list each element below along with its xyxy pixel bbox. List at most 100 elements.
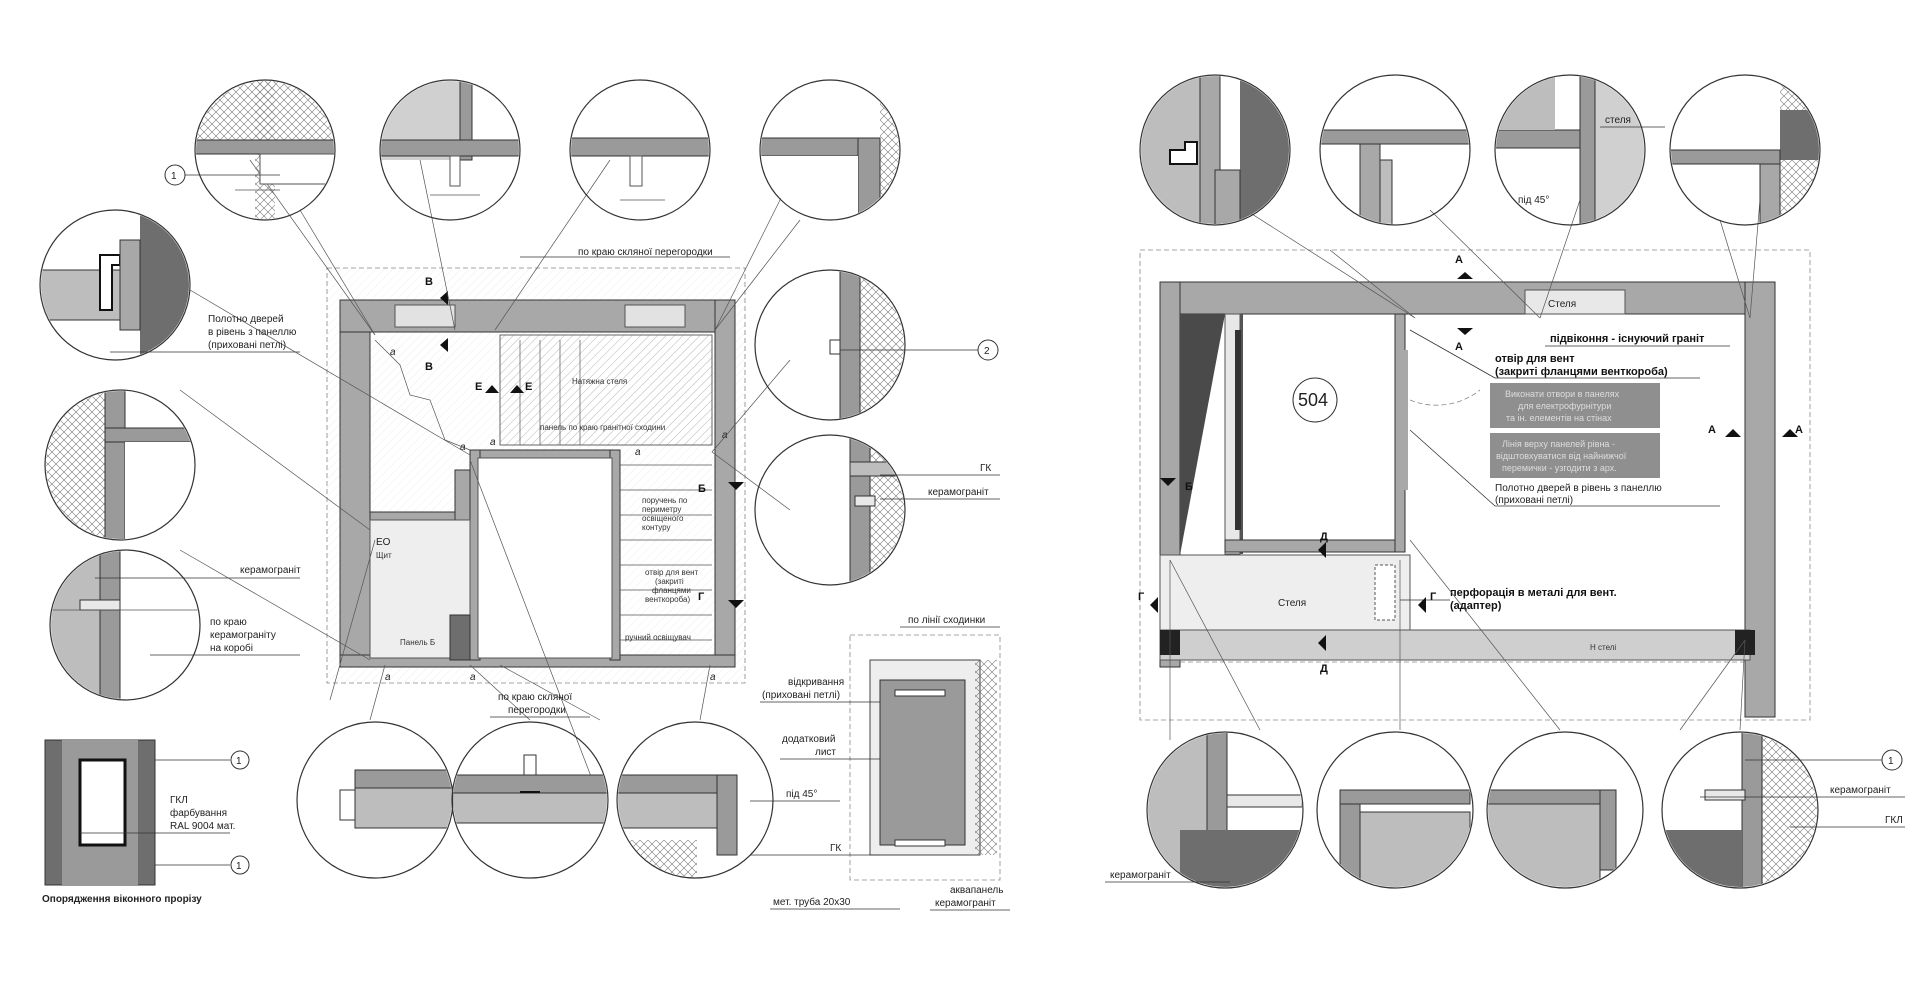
porcelain-tile-right-label: керамограніт [1830,785,1891,796]
window-legend-caption: Опорядження віконного прорізу [42,894,202,905]
left-stairs [374,334,713,641]
grey-note-2-line-2: відштовхуватися від найнижчої [1496,451,1627,461]
right-detail-circle-bottom-3 [1486,731,1644,889]
left-connector-lines [179,139,811,801]
section-mark-v-bottom: В [425,361,433,373]
right-connector-lines [1169,199,1761,740]
left-sheet: Натяжна стеля панель по краю гранітної с… [39,79,1010,911]
right-detail-circle-bottom-2 [1316,731,1474,889]
vent-opening-label-4: венткороба) [645,595,690,604]
mark-a: а [390,347,396,358]
door-flush-label-1: Полотно дверей [208,314,284,325]
aqua-panel-label-2: керамограніт [935,898,996,909]
vent-opening-label-1: отвір для вент [1495,353,1575,365]
left-frame [326,267,746,684]
callout-bubble [230,855,250,875]
section-arrow [1160,478,1176,486]
glass-partition-edge-label: по краю скляної перегородки [578,247,713,258]
detail-circle-bottom-1 [296,721,454,879]
ceiling-lower-label: Стеля [1278,598,1306,609]
perforation-label-1: перфорація в металі для вент. [1450,587,1617,599]
section-mark-a: А [1455,254,1463,266]
vent-opening-label-2: (закриті [655,577,684,586]
right-detail-circle-top-2 [1319,74,1471,226]
callout-2-label: 2 [984,346,990,357]
opening-hidden-label-2: (приховані петлі) [762,690,840,701]
stretch-ceiling-label: Натяжна стеля [572,377,627,386]
legend-gkl-3: RAL 9004 мат. [170,821,235,832]
grey-note-box-1 [1490,383,1660,428]
detail-circle-left-2 [44,389,196,541]
section-arrow [1457,328,1473,335]
right-frame [1139,249,1811,721]
legend-gkl-1: ГКЛ [170,795,188,806]
extra-sheet-label-1: додатковий [782,734,835,745]
grey-note-1-line-3: та ін. елементів на стінах [1506,413,1612,423]
right-sheet: 504 Виконати отвори в панелях для електр… [1105,74,1905,889]
handrail-label-1: поручень по [642,496,688,505]
elevation-detail [849,634,1001,881]
detail-circle-bottom-3 [616,721,774,879]
section-mark-g: Г [1430,591,1437,603]
detail-circle-bottom-2 [451,721,609,879]
legend-gkl-2: фарбування [170,807,227,819]
mark-a: а [635,447,641,458]
callout-1-label: 1 [171,171,177,182]
handrail-label-3: освіщеного [642,514,684,523]
perforation-label-2: (адаптер) [1450,600,1502,612]
section-mark-b: Б [1185,481,1193,493]
porcelain-tile-left-label: керамограніт [240,565,301,576]
callout-1-label: 1 [1888,756,1894,767]
room-number-label: 504 [1298,390,1328,410]
opening-hidden-label-1: відкривання [788,677,844,688]
grey-note-1-line-1: Виконати отвори в панелях [1505,389,1620,399]
section-mark-g: Г [1138,591,1145,603]
glass-partition-edge-2-label-1: по краю скляної [498,692,572,703]
extra-sheet-label-2: лист [815,747,836,758]
porcelain-tile-right-label: керамограніт [928,487,989,498]
section-arrow [485,385,499,393]
door-flush-label-3: (приховані петлі) [208,340,286,351]
panel-b-label: Панель Б [400,638,435,647]
detail-circle-top-2 [379,79,521,221]
door-flush-label-2: в рівень з панеллю [208,327,297,338]
section-arrow [440,291,448,305]
window-legend: 1 1 ГКЛ фарбування RAL 9004 мат. Опорядж… [42,739,250,905]
mark-a: а [490,437,496,448]
mark-a: а [722,430,728,441]
section-arrow [1457,272,1473,279]
mark-a: а [710,672,716,683]
handrail-lit-label: ручний освіщувач [625,633,691,642]
section-arrow [440,338,448,352]
right-plan-walls [1159,281,1776,718]
right-detail-circle-bottom-1 [1146,731,1304,889]
section-arrow [1318,635,1326,651]
h-mark-label: Н стелі [1590,643,1616,652]
handrail-label-2: периметру [642,505,681,514]
section-arrow [1418,597,1426,613]
detail-circle-top-1 [194,79,336,221]
right-detail-circle-top-1 [1139,74,1291,226]
gk-label: ГК [980,463,991,474]
ceiling-room-label: Стеля [1548,299,1576,310]
right-detail-circle-top-4 [1669,74,1821,226]
section-arrow [1725,429,1741,437]
tile-box-edge-label-2: керамограніту [210,630,276,641]
mark-a: а [385,672,391,683]
detail-circle-top-4 [759,79,901,221]
grey-note-1-line-2: для електрофурнітури [1518,401,1611,411]
section-mark-v-top: В [425,276,433,288]
section-mark-b: Б [698,483,706,495]
section-arrow [1150,597,1158,613]
glass-partition-edge-2-label-2: перегородки [508,705,566,716]
legend-callout-bottom: 1 [236,861,242,872]
left-plan-walls [339,299,736,668]
grey-note-2-line-3: перемички - узгодити з арх. [1502,463,1617,473]
section-mark-e-left: Е [475,381,482,393]
section-mark-a: А [1455,341,1463,353]
vent-opening-label-2: (закриті фланцями венткороба) [1495,366,1668,378]
eo-label: ЕО [376,537,391,548]
section-arrow [510,385,524,393]
tile-box-edge-label-1: по краю [210,617,247,628]
